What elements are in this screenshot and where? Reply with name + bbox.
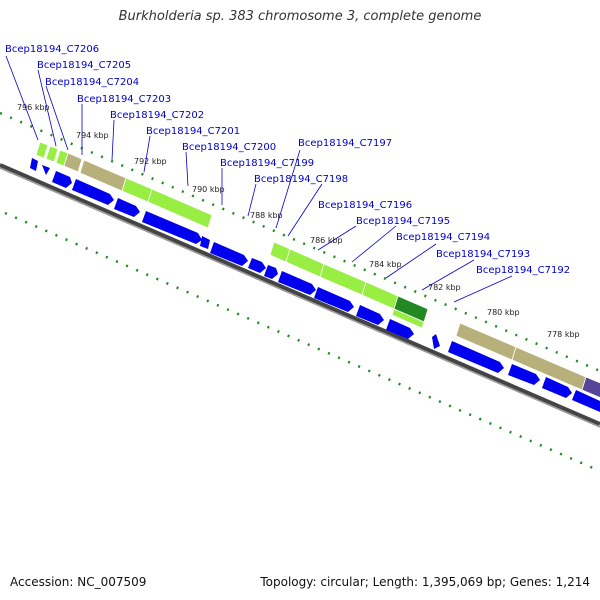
tick-label: 788 kbp <box>250 211 283 220</box>
feature-bar <box>35 141 49 159</box>
leader-line <box>45 85 69 151</box>
leader-line <box>287 183 323 237</box>
leader-line <box>143 135 151 173</box>
gene-arrow <box>314 287 354 312</box>
gene-arrow <box>248 258 266 273</box>
gene-labels: Bcep18194_C7206 Bcep18194_C7205 Bcep1819… <box>5 44 570 276</box>
gene-arrow <box>386 319 414 339</box>
inner-tick-ring <box>4 211 600 473</box>
feature-bar <box>319 263 367 296</box>
gene-arrow <box>72 179 114 205</box>
tick-label: 780 kbp <box>487 308 520 317</box>
gene-arrow <box>448 341 504 373</box>
feature-bar <box>581 376 600 398</box>
backbone <box>0 163 600 426</box>
leader-line <box>351 225 397 263</box>
gene-arrow <box>432 334 440 349</box>
gene-arrow <box>508 364 540 385</box>
gene-label: Bcep18194_C7206 <box>5 44 99 55</box>
gene-label: Bcep18194_C7201 <box>146 126 240 137</box>
leader-line <box>37 69 57 147</box>
feature-band <box>35 141 600 398</box>
gene-label: Bcep18194_C7192 <box>476 265 570 276</box>
leader-line <box>385 243 437 279</box>
gene-arrow <box>52 171 72 188</box>
tick-label: 794 kbp <box>76 131 109 140</box>
tick-label: 784 kbp <box>369 260 402 269</box>
outer-tick-ring <box>0 111 600 373</box>
leader-line <box>453 275 513 303</box>
gene-label: Bcep18194_C7193 <box>436 249 530 260</box>
tick-label: 778 kbp <box>547 330 580 339</box>
gene-label: Bcep18194_C7198 <box>254 174 348 185</box>
tick-labels: 796 kbp 794 kbp 792 kbp 790 kbp 788 kbp … <box>17 103 580 339</box>
leader-line <box>421 259 475 291</box>
gene-arrow <box>356 305 384 325</box>
tick-label: 792 kbp <box>134 157 167 166</box>
gene-label: Bcep18194_C7204 <box>45 77 139 88</box>
feature-bar <box>361 281 399 310</box>
genome-summary: Topology: circular; Length: 1,395,069 bp… <box>260 575 590 589</box>
gene-arrow <box>572 390 600 412</box>
gene-label: Bcep18194_C7199 <box>220 158 314 169</box>
feature-bar <box>147 188 213 229</box>
feature-bar <box>391 308 425 329</box>
gene-label: Bcep18194_C7200 <box>182 142 276 153</box>
feature-bar <box>63 152 83 173</box>
tick-label: 796 kbp <box>17 103 50 112</box>
tick-label: 782 kbp <box>428 283 461 292</box>
leader-line <box>185 151 189 187</box>
gene-label: Bcep18194_C7194 <box>396 232 490 243</box>
tick-label: 786 kbp <box>310 236 343 245</box>
tick-label: 790 kbp <box>192 185 225 194</box>
leader-line <box>111 119 115 161</box>
accession-label: Accession: NC_007509 <box>10 575 147 589</box>
leader-line <box>247 183 257 217</box>
feature-bar <box>45 145 59 163</box>
feature-bar <box>285 248 325 278</box>
gene-label: Bcep18194_C7195 <box>356 216 450 227</box>
gene-arrow <box>542 377 572 398</box>
leader-line <box>5 55 39 141</box>
gene-arrow <box>30 158 38 171</box>
gene-arrow <box>200 236 210 249</box>
map-title: Burkholderia sp. 383 chromosome 3, compl… <box>118 9 482 24</box>
gene-label: Bcep18194_C7202 <box>110 110 204 121</box>
gene-arrow <box>278 271 316 295</box>
gene-arrow <box>264 265 278 279</box>
gene-label: Bcep18194_C7196 <box>318 200 412 211</box>
feature-bar <box>121 177 153 203</box>
leader-lines <box>5 55 513 303</box>
leader-line <box>317 225 357 251</box>
gene-arrow <box>42 165 50 175</box>
leader-line <box>275 149 301 229</box>
gene-arrow <box>210 242 248 266</box>
gene-label: Bcep18194_C7197 <box>298 138 392 149</box>
gene-label: Bcep18194_C7205 <box>37 60 131 71</box>
backbone-shade <box>0 167 600 428</box>
gene-arrow <box>142 211 202 244</box>
gene-label: Bcep18194_C7203 <box>77 94 171 105</box>
gene-arrow <box>114 198 140 217</box>
gene-arrows <box>30 158 600 412</box>
